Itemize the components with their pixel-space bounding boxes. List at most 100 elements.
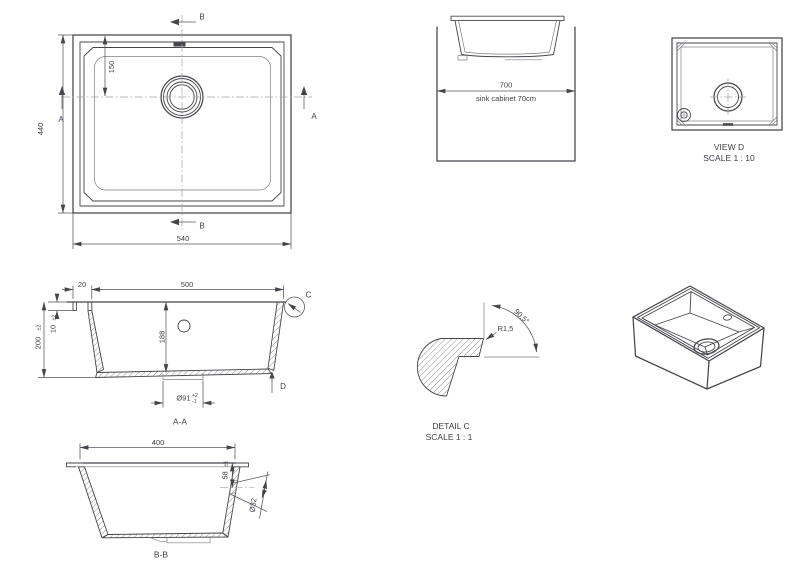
detailc-radius-leader	[485, 332, 497, 340]
dim-150-text: 150	[107, 61, 116, 74]
cut-b-bottom-label: B	[199, 222, 204, 231]
callout-c-leader	[287, 303, 301, 313]
sink-front-profile	[450, 15, 565, 61]
overflow-slot	[173, 42, 186, 47]
dim-200-text: 200	[34, 337, 43, 350]
dim-10-textgroup: 10 ±2	[49, 315, 58, 334]
detailc-scale: SCALE 1 : 1	[426, 432, 473, 442]
bb-bottom-wall	[101, 532, 229, 539]
detailc-angle-text: 90,5°	[512, 307, 531, 326]
dim-440-extensions	[58, 34, 73, 214]
dim-58: 58 ±1	[221, 461, 235, 489]
iso-drain-outer	[693, 338, 720, 355]
detailc-section-blob	[416, 338, 484, 397]
detailc-radius-text: R1,5	[498, 324, 514, 333]
aa-left-wall	[87, 310, 104, 373]
bb-right-wall	[222, 466, 241, 538]
dim-200-textgroup: 200 ±2	[34, 325, 43, 350]
cut-a-right-label: A	[311, 112, 317, 121]
dim-188-text: 188	[158, 331, 167, 344]
bb-left-wall	[78, 466, 109, 539]
dim-500: 500	[91, 280, 284, 299]
cutting-line-a: A A	[58, 86, 317, 124]
bowl-bottom-edge	[94, 56, 271, 191]
bb-right-lip	[236, 462, 249, 468]
iso-bowl-corners	[641, 291, 755, 356]
iso-overflow-hole	[723, 314, 732, 321]
viewd-corner-marks	[676, 42, 778, 126]
view-d: VIEW D SCALE 1 : 10	[671, 37, 783, 163]
aa-right-wall	[267, 301, 285, 371]
dim-440: 440	[36, 34, 73, 214]
sink-bowl-inner	[458, 20, 557, 55]
viewd-corner-hole-cross	[679, 110, 689, 120]
iso-drain-inner	[697, 341, 716, 353]
detail-c-view: 90,5° R1,5 DETAIL C SCALE 1 : 1	[416, 302, 540, 442]
dim-32-text: Ø32	[247, 497, 258, 512]
dim-700-text: 700	[500, 81, 513, 90]
viewd-outer	[671, 37, 783, 131]
top-view: B B A A 440 150 540	[36, 13, 317, 249]
dim-91-tol-plus: +2	[192, 393, 198, 399]
point-d-marker: D	[269, 371, 286, 393]
viewd-corner-marks2	[676, 42, 778, 126]
detailc-angle-arc	[491, 304, 538, 353]
dim-540-text: 540	[177, 234, 190, 243]
point-d-label: D	[280, 382, 286, 391]
dim-drain-91: Ø91 +2 -1	[151, 380, 215, 408]
cut-a-left-label: A	[58, 115, 64, 124]
dim-20-text: 20	[78, 280, 86, 289]
viewd-inner2	[680, 46, 774, 122]
dim-10: 10 ±2	[49, 293, 60, 334]
dim-58-tol: ±1	[224, 461, 230, 467]
cut-a-right-arrow	[300, 86, 308, 95]
dim-58-textgroup: 58 ±1	[221, 461, 230, 480]
callout-c-label: C	[306, 291, 312, 300]
detailc-title: DETAIL C	[432, 421, 469, 431]
bowl-top-edge	[83, 47, 282, 202]
section-bb: 400 58 ±1 Ø32 B-B	[66, 438, 270, 560]
sink-rim-bar	[450, 15, 565, 22]
aa-extension-lines-left	[38, 301, 95, 378]
section-aa: 20 500 10 ±2 200 ±2 188	[34, 280, 312, 427]
viewd-drain-crosshair	[710, 79, 746, 115]
dim-91-text: Ø91	[176, 394, 190, 403]
cutting-line-b: B B	[170, 13, 205, 231]
cut-b-top-arrow	[170, 18, 179, 26]
viewd-corner-hole-outer	[677, 108, 691, 122]
isometric-view	[632, 285, 765, 390]
aa-drain-recess	[162, 373, 204, 380]
iso-body-outer	[632, 316, 765, 390]
point-d-arrow	[269, 371, 275, 379]
aa-mounting-lip	[72, 302, 93, 312]
section-bb-label: B-B	[154, 550, 169, 560]
dim-200-tol: ±2	[37, 325, 43, 331]
cut-b-bottom-arrow	[170, 218, 179, 226]
dim-91-tol-minus: -1	[192, 399, 197, 405]
iso-rim-inner	[637, 288, 760, 359]
bb-drain-recess	[149, 537, 211, 544]
dim-32-arrow-down	[261, 489, 267, 499]
section-aa-label: A-A	[173, 417, 188, 427]
viewd-inner	[676, 42, 778, 126]
dim-500-text: 500	[181, 280, 194, 289]
aa-bottom-wall	[95, 368, 272, 378]
cabinet-view: 700 sink cabinet 70cm	[436, 15, 576, 162]
dim-overflow-32: Ø32	[230, 471, 270, 519]
dim-10-text: 10	[49, 325, 58, 333]
dim-540: 540	[72, 213, 292, 249]
dim-200: 200 ±2	[34, 301, 47, 378]
sink-bowl-outer	[454, 20, 561, 58]
dim-400: 400	[79, 438, 236, 460]
cut-b-top-label: B	[199, 13, 204, 22]
dim-58-text: 58	[221, 471, 230, 479]
viewd-title: VIEW D	[714, 142, 744, 152]
dim-10-tol: ±2	[52, 315, 58, 321]
dim-150: 150	[102, 35, 116, 97]
dim-188: 188	[158, 301, 169, 373]
drain-stub	[457, 55, 468, 61]
dim-400-text: 400	[152, 438, 165, 447]
cut-a-left-arrow	[58, 86, 66, 95]
detail-c-callout: C	[284, 291, 312, 318]
